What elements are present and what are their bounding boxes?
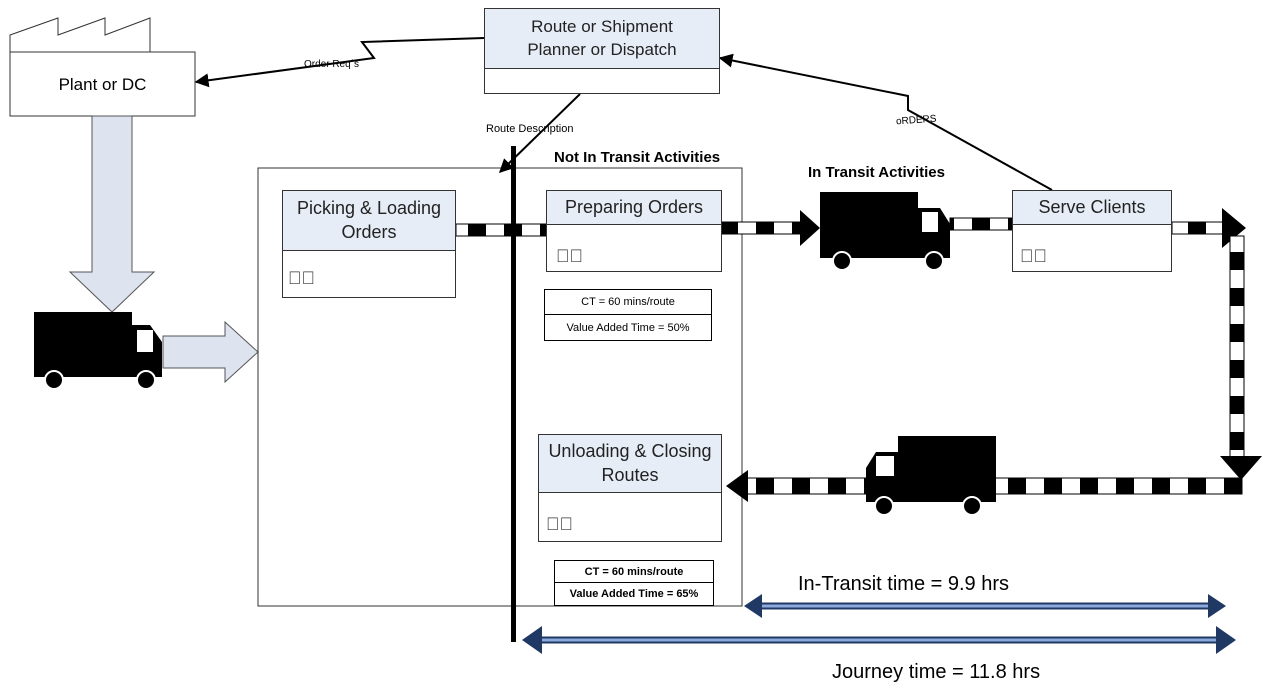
picking-to-preparing-flow — [455, 223, 549, 237]
serve-box: Serve Clients — [1012, 190, 1172, 272]
unloading-value-added: Value Added Time = 65% — [569, 588, 699, 600]
operator-icon: ◡⃝ — [1020, 246, 1047, 266]
preparing-metrics: CT = 60 mins/route Value Added Time = 50… — [544, 289, 712, 341]
unloading-cycle-time: CT = 60 mins/route — [555, 561, 713, 583]
factory-icon — [9, 17, 151, 53]
plant-box — [9, 51, 196, 117]
return-truck-icon — [866, 436, 996, 516]
return-left-arrowhead — [726, 470, 748, 502]
preparing-to-truck-arrowhead — [800, 210, 820, 246]
operator-icon: ◡⃝ — [556, 246, 583, 266]
journey-time-label: Journey time = 11.8 hrs — [832, 661, 1041, 683]
preparing-cycle-time: CT = 60 mins/route — [545, 290, 711, 315]
truck-to-serve-flow — [949, 217, 1013, 231]
preparing-value-added: Value Added Time = 50% — [566, 321, 690, 334]
operator-icon: ◡⃝ — [288, 268, 315, 288]
preparing-to-truck-flow — [721, 221, 803, 235]
serve-turn-arrowhead — [1222, 208, 1246, 248]
preparing-title: Preparing Orders — [547, 191, 721, 225]
serve-title: Serve Clients — [1013, 191, 1171, 225]
journey-time-arrow — [522, 626, 1236, 654]
inbound-push-arrow — [162, 320, 259, 384]
plant-label: Plant or DC — [58, 75, 147, 94]
planner-title: Route or Shipment Planner or Dispatch — [485, 9, 719, 69]
transit-divider-line — [511, 146, 516, 642]
picking-title: Picking & Loading Orders — [283, 191, 455, 251]
in-transit-time-label: In-Transit time = 9.9 hrs — [798, 573, 1009, 595]
route-description-label: Route Description — [486, 123, 574, 135]
operator-icon: ◡⃝ — [546, 514, 573, 534]
unloading-title: Unloading & Closing Routes — [539, 435, 721, 493]
picking-box: Picking & Loading Orders — [282, 190, 456, 298]
not-in-transit-heading: Not In Transit Activities — [554, 149, 721, 166]
planner-box: Route or Shipment Planner or Dispatch — [484, 8, 720, 94]
unloading-box: Unloading & Closing Routes — [538, 434, 722, 542]
unloading-metrics: CT = 60 mins/route Value Added Time = 65… — [554, 560, 714, 606]
inbound-truck-icon — [34, 312, 162, 390]
order-req-label: Order Req´s — [304, 59, 360, 70]
serve-to-return-flow — [1171, 221, 1229, 235]
plant-shipment-arrow — [68, 115, 156, 313]
preparing-box: Preparing Orders — [546, 190, 722, 272]
in-transit-time-arrow — [744, 594, 1226, 618]
outbound-truck-icon — [820, 192, 950, 271]
orders-flow-arrow — [718, 53, 1053, 191]
in-transit-heading: In Transit Activities — [808, 164, 945, 181]
return-vertical-flow — [1229, 235, 1245, 459]
order-req-flow-arrow — [194, 37, 485, 88]
return-down-arrowhead — [1220, 456, 1262, 480]
